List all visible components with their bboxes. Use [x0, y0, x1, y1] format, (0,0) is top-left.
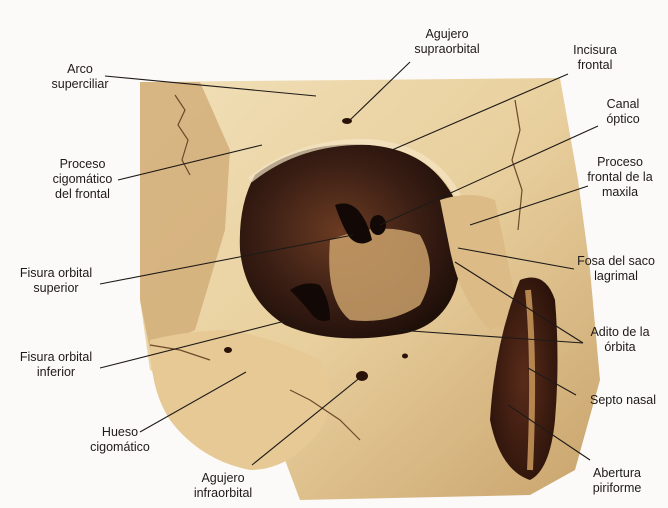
zygomaticofacial-foramen	[224, 347, 232, 353]
label-fisura-orbital-superior: Fisura orbital superior	[6, 266, 106, 296]
label-proceso-frontal-maxila: Proceso frontal de la maxila	[575, 155, 665, 200]
label-adito-orbita: Adito de la órbita	[580, 325, 660, 355]
label-fisura-orbital-inferior: Fisura orbital inferior	[6, 350, 106, 380]
label-fosa-saco-lagrimal: Fosa del saco lagrimal	[566, 254, 666, 284]
label-canal-optico: Canal óptico	[588, 97, 658, 127]
label-hueso-cigomatico: Hueso cigomático	[75, 425, 165, 455]
label-agujero-infraorbital: Agujero infraorbital	[178, 471, 268, 501]
label-incisura-frontal: Incisura frontal	[555, 43, 635, 73]
label-abertura-piriforme: Abertura piriforme	[572, 466, 662, 496]
label-agujero-supraorbital: Agujero supraorbital	[402, 27, 492, 57]
label-septo-nasal: Septo nasal	[578, 393, 668, 408]
optic-canal	[370, 215, 386, 235]
small-foramen	[402, 354, 408, 359]
orbit-floor	[329, 229, 430, 321]
label-arco-superciliar: Arco superciliar	[40, 62, 120, 92]
label-proceso-cigomatico-frontal: Proceso cigomático del frontal	[30, 157, 135, 202]
